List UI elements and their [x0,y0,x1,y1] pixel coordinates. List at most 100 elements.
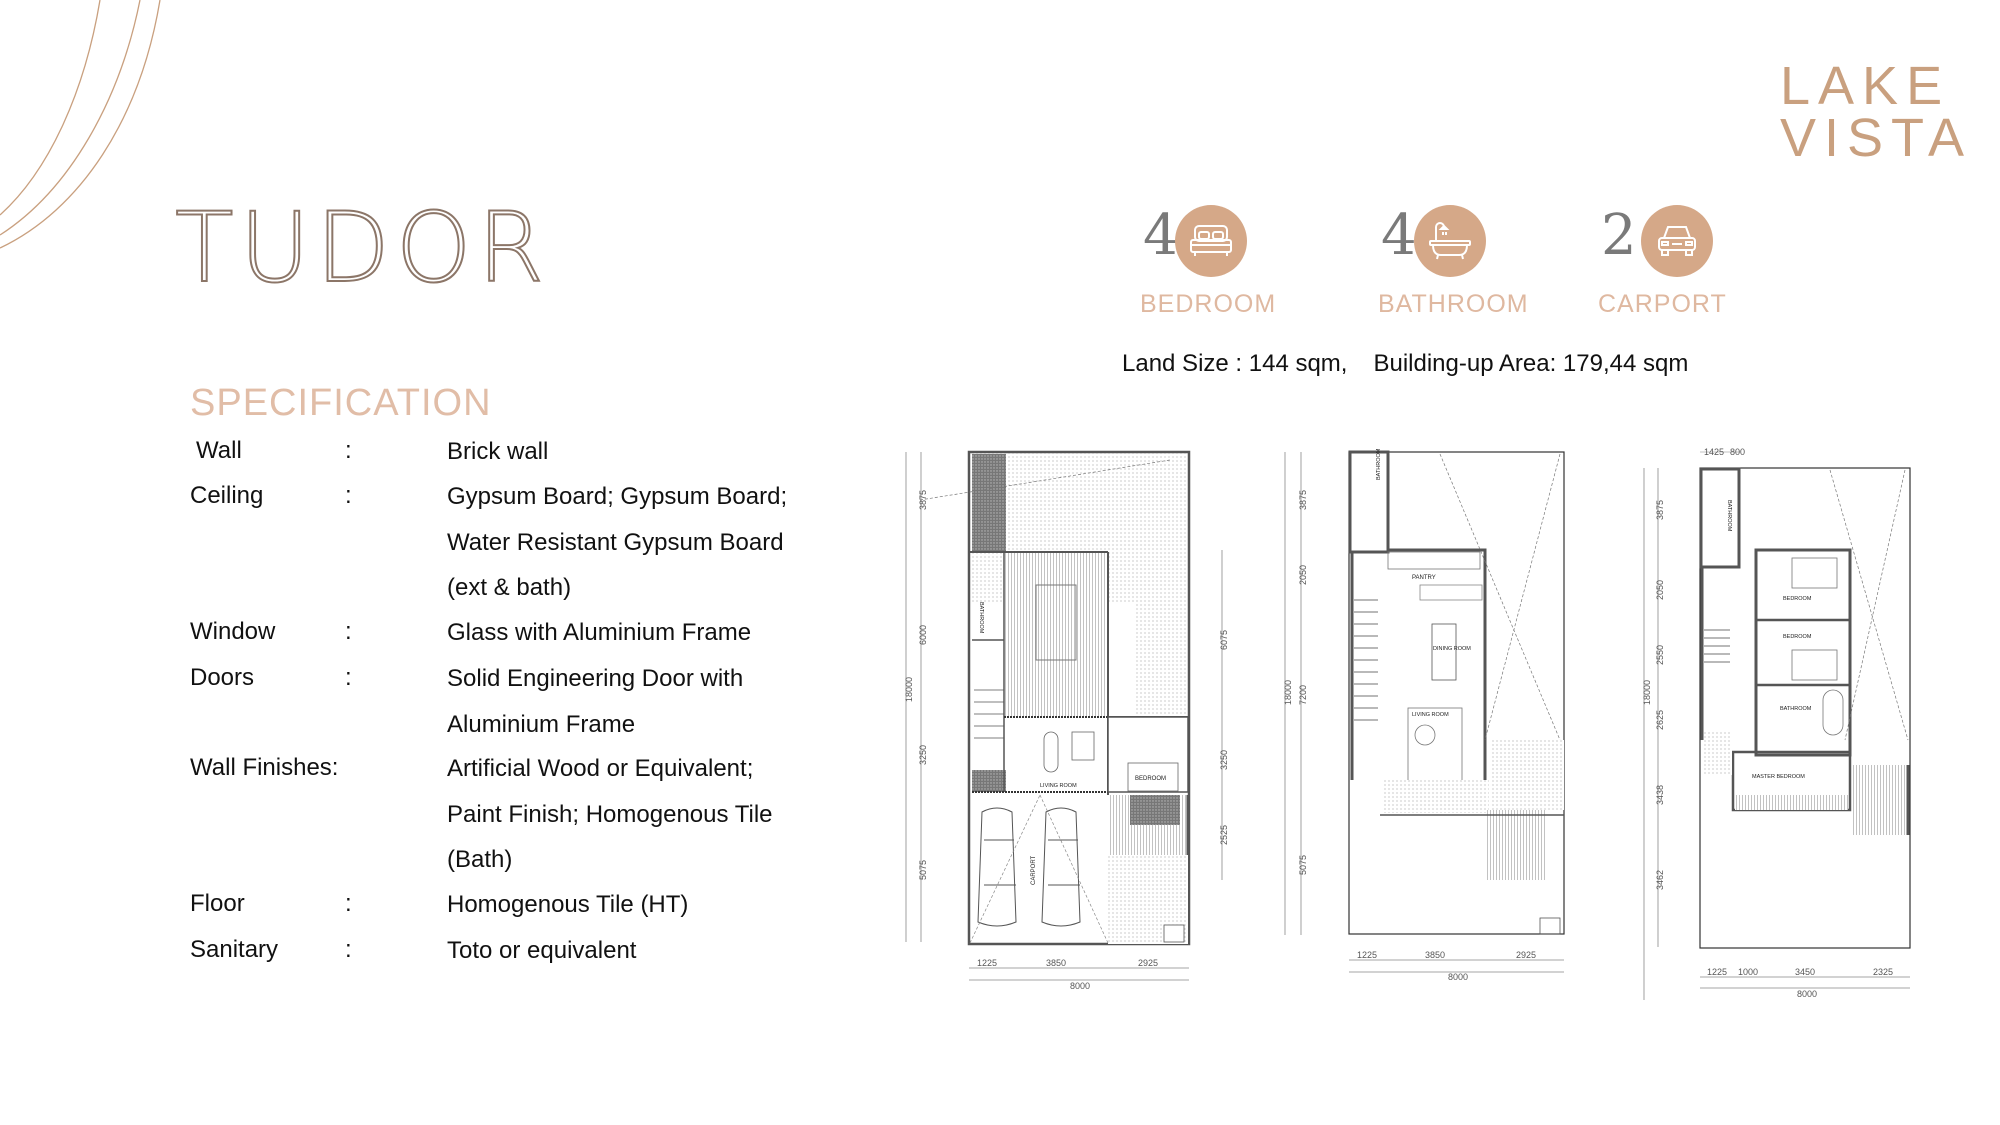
svg-text:2050: 2050 [1655,580,1665,600]
land-size: Land Size : 144 sqm, [1122,350,1348,377]
svg-text:1425: 1425 [1704,447,1724,457]
car-icon [1641,205,1713,277]
svg-text:2525: 2525 [1219,825,1229,845]
spec-value: Toto or equivalent [447,928,636,974]
spec-key: Window [190,618,276,645]
svg-text:3250: 3250 [1219,750,1229,770]
spec-sep: : [345,890,352,917]
bathroom-label: BATHROOM [1378,290,1529,318]
specification-heading: SPECIFICATION [190,382,492,424]
spec-line: Toto or equivalent [447,937,637,964]
svg-text:3438: 3438 [1655,785,1665,805]
svg-text:DINING ROOM: DINING ROOM [1433,646,1471,652]
svg-text:6000: 6000 [918,625,928,645]
svg-text:2550: 2550 [1655,645,1665,665]
svg-text:BEDROOM: BEDROOM [1783,634,1812,640]
svg-text:18000: 18000 [1642,680,1652,705]
spec-value: Homogenous Tile (HT) [447,882,688,928]
svg-text:7200: 7200 [1298,685,1308,705]
svg-text:8000: 8000 [1448,972,1468,982]
spec-value: Brick wall [447,429,548,475]
svg-text:BATHROOM: BATHROOM [1780,706,1812,712]
spec-value: Artificial Wood or Equivalent; Paint Fin… [447,746,773,883]
logo-line-1: LAKE [1780,56,1951,116]
svg-text:LIVING ROOM: LIVING ROOM [1412,712,1449,718]
bedroom-label: BEDROOM [1140,290,1277,318]
spec-key: Doors [190,664,255,691]
spec-line: Glass with Aluminium Frame [447,619,752,646]
bathtub-icon [1414,205,1486,277]
spec-sep: : [345,664,352,691]
svg-text:1225: 1225 [1357,950,1377,960]
svg-text:3875: 3875 [1655,500,1665,520]
page-title: TUDOR [174,192,551,304]
svg-text:8000: 8000 [1070,981,1090,991]
spec-key: Floor [190,890,245,917]
svg-text:BEDROOM: BEDROOM [1135,776,1166,782]
svg-text:3462: 3462 [1655,870,1665,890]
spec-line: Water Resistant Gypsum Board [447,528,784,556]
floor-plan-second: 1425 800 18000 3875 2050 2550 2625 3438 … [1642,447,1911,1000]
spec-line: Paint Finish; Homogenous Tile [447,800,773,828]
carport-label: CARPORT [1598,290,1727,318]
spec-key: Ceiling [190,482,264,509]
svg-text:6075: 6075 [1219,630,1229,650]
svg-text:3450: 3450 [1795,967,1815,977]
svg-text:BATHROOM: BATHROOM [978,602,984,634]
spec-line: Brick wall [447,438,549,465]
spec-line: (Bath) [447,846,513,873]
building-area: Building-up Area: 179,44 sqm [1373,350,1689,377]
svg-text:MASTER BEDROOM: MASTER BEDROOM [1752,774,1805,780]
bed-icon [1175,205,1247,277]
svg-text:2925: 2925 [1516,950,1536,960]
svg-text:3850: 3850 [1425,950,1445,960]
svg-text:5075: 5075 [918,860,928,880]
svg-text:BEDROOM: BEDROOM [1783,596,1812,602]
bathroom-count: 4 [1381,203,1417,268]
floor-plan-first: 18000 3875 2050 7200 5075 PANTRY DINING … [1283,448,1565,982]
svg-text:3875: 3875 [918,490,928,510]
svg-text:2325: 2325 [1873,967,1893,977]
svg-text:3250: 3250 [918,745,928,765]
svg-text:1225: 1225 [1707,967,1727,977]
bedroom-count: 4 [1143,203,1179,268]
svg-text:5075: 5075 [1298,855,1308,875]
svg-text:1000: 1000 [1738,967,1758,977]
svg-text:LIVING ROOM: LIVING ROOM [1040,783,1077,789]
svg-text:BATHROOM: BATHROOM [1726,500,1732,532]
floor-plan-ground: 18000 3875 6000 3250 5075 6075 3250 2525… [904,450,1229,991]
svg-text:18000: 18000 [1283,680,1293,705]
spec-sep: : [345,437,352,464]
spec-line: (ext & bath) [447,574,572,601]
decorative-arcs [0,0,161,249]
carport-count: 2 [1601,203,1637,268]
spec-sep: : [345,936,352,963]
spec-sep: : [345,482,352,509]
svg-text:18000: 18000 [904,677,914,702]
svg-text:CARPORT: CARPORT [1031,855,1037,885]
spec-value: Glass with Aluminium Frame [447,610,751,656]
spec-key: Wall [196,437,242,464]
spec-value: Solid Engineering Door with Aluminium Fr… [447,656,743,747]
svg-text:800: 800 [1730,447,1745,457]
spec-line: Solid Engineering Door with [447,665,744,692]
svg-text:1225: 1225 [977,958,997,968]
lake-vista-logo: LAKE VISTA [1780,56,1973,168]
spec-line: Artificial Wood or Equivalent; [447,755,754,782]
logo-line-2: VISTA [1780,108,1973,168]
spec-key: Wall Finishes: [190,754,339,781]
svg-text:3850: 3850 [1046,958,1066,968]
svg-text:2925: 2925 [1138,958,1158,968]
spec-sep: : [345,618,352,645]
svg-text:3875: 3875 [1298,490,1308,510]
svg-text:PANTRY: PANTRY [1412,575,1436,581]
svg-text:2050: 2050 [1298,565,1308,585]
svg-text:8000: 8000 [1797,989,1817,999]
spec-value: Gypsum Board; Gypsum Board; Water Resist… [447,474,787,611]
spec-line: Aluminium Frame [447,710,636,738]
svg-text:BATHROOM: BATHROOM [1376,448,1382,480]
svg-text:2625: 2625 [1655,710,1665,730]
spec-key: Sanitary [190,936,279,963]
spec-line: Homogenous Tile (HT) [447,891,689,918]
spec-line: Gypsum Board; Gypsum Board; [447,483,788,510]
